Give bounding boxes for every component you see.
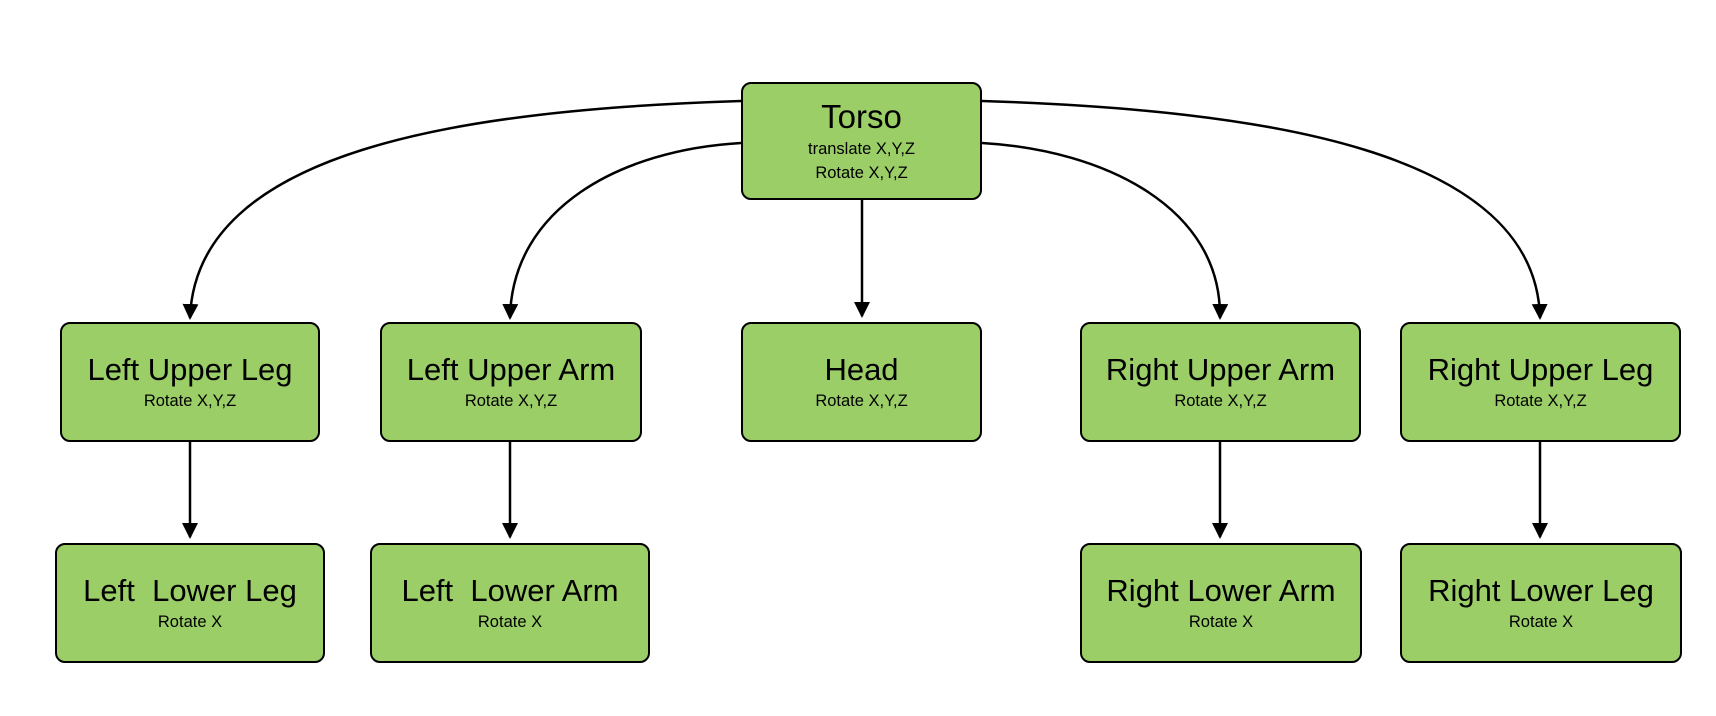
node-left-lower-leg[interactable]: Left Lower Leg Rotate X (55, 543, 325, 663)
edge-torso-left_upper_arm (502, 141, 742, 320)
node-head-subtitle: Rotate X,Y,Z (815, 392, 908, 410)
node-right-upper-arm[interactable]: Right Upper Arm Rotate X,Y,Z (1080, 322, 1361, 442)
node-right-lower-leg-subtitle: Rotate X (1508, 613, 1574, 631)
edge-torso-right_upper_leg (981, 99, 1548, 320)
node-right-lower-leg-title: Right Lower Leg (1428, 573, 1654, 609)
node-left-upper-arm-subtitle: Rotate X,Y,Z (464, 392, 558, 410)
node-left-upper-leg-title: Left Upper Leg (87, 352, 293, 388)
node-right-lower-arm[interactable]: Right Lower Arm Rotate X (1080, 543, 1362, 663)
node-left-upper-leg[interactable]: Left Upper Leg Rotate X,Y,Z (60, 322, 320, 442)
node-left-upper-arm[interactable]: Left Upper Arm Rotate X,Y,Z (380, 322, 642, 442)
node-left-lower-arm-subtitle: Rotate X (477, 613, 543, 631)
node-left-lower-arm[interactable]: Left Lower Arm Rotate X (370, 543, 650, 663)
edge-torso-left_upper_leg (182, 99, 742, 320)
node-right-upper-leg-title: Right Upper Leg (1427, 352, 1654, 388)
node-head-title: Head (824, 352, 899, 388)
node-left-upper-leg-subtitle: Rotate X,Y,Z (143, 392, 237, 410)
node-left-lower-leg-subtitle: Rotate X (157, 613, 223, 631)
node-right-upper-leg-subtitle: Rotate X,Y,Z (1494, 392, 1587, 410)
node-right-upper-leg[interactable]: Right Upper Leg Rotate X,Y,Z (1400, 322, 1681, 442)
node-head[interactable]: Head Rotate X,Y,Z (741, 322, 982, 442)
node-left-upper-arm-title: Left Upper Arm (406, 352, 616, 388)
node-right-lower-arm-title: Right Lower Arm (1106, 573, 1336, 609)
node-torso-subtitle-2: Rotate X,Y,Z (815, 163, 908, 182)
node-right-upper-arm-title: Right Upper Arm (1105, 352, 1336, 388)
node-torso-title: Torso (821, 98, 902, 136)
edge-torso-right_upper_arm (981, 141, 1229, 320)
node-right-upper-arm-subtitle: Rotate X,Y,Z (1174, 392, 1267, 410)
node-right-lower-arm-subtitle: Rotate X (1188, 613, 1254, 631)
node-left-lower-arm-title: Left Lower Arm (401, 573, 619, 609)
node-right-lower-leg[interactable]: Right Lower Leg Rotate X (1400, 543, 1682, 663)
node-torso[interactable]: Torso translate X,Y,Z Rotate X,Y,Z (741, 82, 982, 200)
node-torso-subtitle-1: translate X,Y,Z (807, 140, 915, 159)
node-left-lower-leg-title: Left Lower Leg (83, 573, 297, 609)
